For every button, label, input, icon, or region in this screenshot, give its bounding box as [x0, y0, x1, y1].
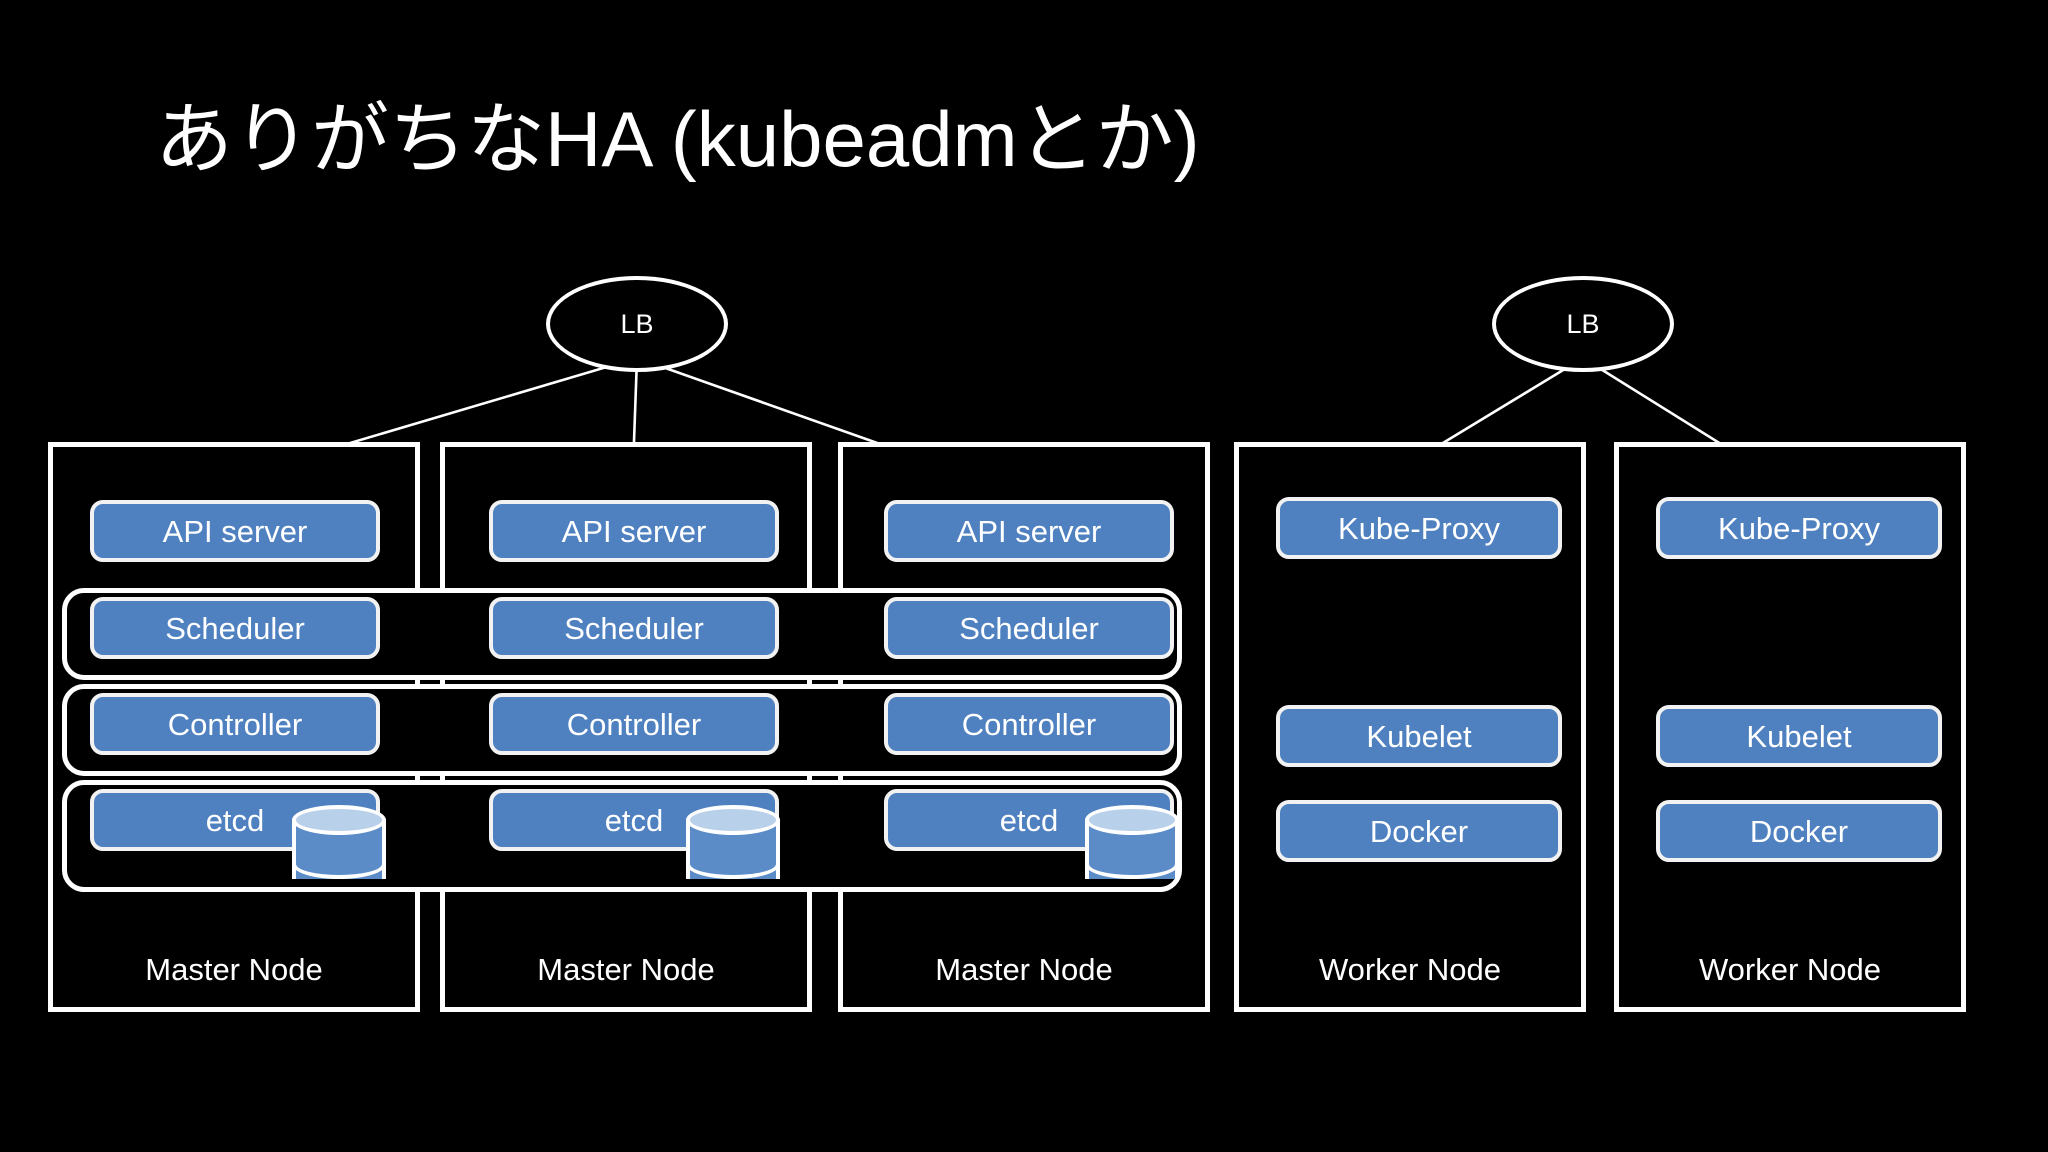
- master-node-3-component-api-server[interactable]: API server: [884, 500, 1174, 562]
- master-node-2-database-cylinder-icon: [686, 805, 780, 889]
- worker-node-1-component-docker[interactable]: Docker: [1276, 800, 1562, 862]
- worker-node-1-label: Worker Node: [1318, 952, 1502, 987]
- load-balancer-master[interactable]: LB: [546, 276, 728, 372]
- load-balancer-worker-label: LB: [1566, 308, 1600, 339]
- worker-node-1-component-kubelet[interactable]: Kubelet: [1276, 705, 1562, 767]
- worker-node-2-component-kube-proxy[interactable]: Kube-Proxy: [1656, 497, 1942, 559]
- master-node-3-controller-label: Controller: [961, 706, 1097, 742]
- worker-node-2-kube-proxy-label: Kube-Proxy: [1718, 510, 1880, 546]
- master-node-1-component-controller[interactable]: Controller: [90, 693, 380, 755]
- page-title: ありがちなHA (kubeadmとか): [155, 95, 1200, 183]
- master-node-2-component-api-server[interactable]: API server: [489, 500, 779, 562]
- master-node-1-controller-label: Controller: [167, 706, 303, 742]
- master-node-1-database-cylinder-icon: [292, 805, 386, 889]
- master-node-2-label: Master Node: [537, 952, 715, 987]
- master-node-1-component-api-server[interactable]: API server: [90, 500, 380, 562]
- worker-node-1-kubelet-label: Kubelet: [1366, 718, 1472, 754]
- worker-node-1-docker-label: Docker: [1369, 813, 1469, 849]
- master-node-2-scheduler-label: Scheduler: [564, 610, 704, 646]
- master-node-1-scheduler-label: Scheduler: [165, 610, 305, 646]
- worker-node-2-label: Worker Node: [1698, 952, 1882, 987]
- worker-node-2-component-docker[interactable]: Docker: [1656, 800, 1942, 862]
- master-node-3-etcd-label: etcd: [999, 802, 1059, 838]
- master-node-1-label: Master Node: [145, 952, 323, 987]
- master-node-3-api-server-label: API server: [956, 513, 1102, 549]
- load-balancer-worker[interactable]: LB: [1492, 276, 1674, 372]
- master-node-2-api-server-label: API server: [561, 513, 707, 549]
- worker-node-1-component-kube-proxy[interactable]: Kube-Proxy: [1276, 497, 1562, 559]
- master-node-3-scheduler-label: Scheduler: [959, 610, 1099, 646]
- master-node-2-etcd-label: etcd: [604, 802, 664, 838]
- master-node-3-component-scheduler[interactable]: Scheduler: [884, 597, 1174, 659]
- load-balancer-master-label: LB: [620, 308, 654, 339]
- worker-node-2-docker-label: Docker: [1749, 813, 1849, 849]
- master-node-1-component-scheduler[interactable]: Scheduler: [90, 597, 380, 659]
- master-node-1-etcd-label: etcd: [205, 802, 265, 838]
- master-node-2-controller-label: Controller: [566, 706, 702, 742]
- worker-node-2-kubelet-label: Kubelet: [1746, 718, 1852, 754]
- master-node-2-component-scheduler[interactable]: Scheduler: [489, 597, 779, 659]
- master-node-3-database-cylinder-icon: [1085, 805, 1179, 889]
- master-node-3-label: Master Node: [935, 952, 1113, 987]
- worker-node-2-component-kubelet[interactable]: Kubelet: [1656, 705, 1942, 767]
- master-node-3-component-controller[interactable]: Controller: [884, 693, 1174, 755]
- master-node-1-api-server-label: API server: [162, 513, 308, 549]
- worker-node-1-kube-proxy-label: Kube-Proxy: [1338, 510, 1500, 546]
- master-node-2-component-controller[interactable]: Controller: [489, 693, 779, 755]
